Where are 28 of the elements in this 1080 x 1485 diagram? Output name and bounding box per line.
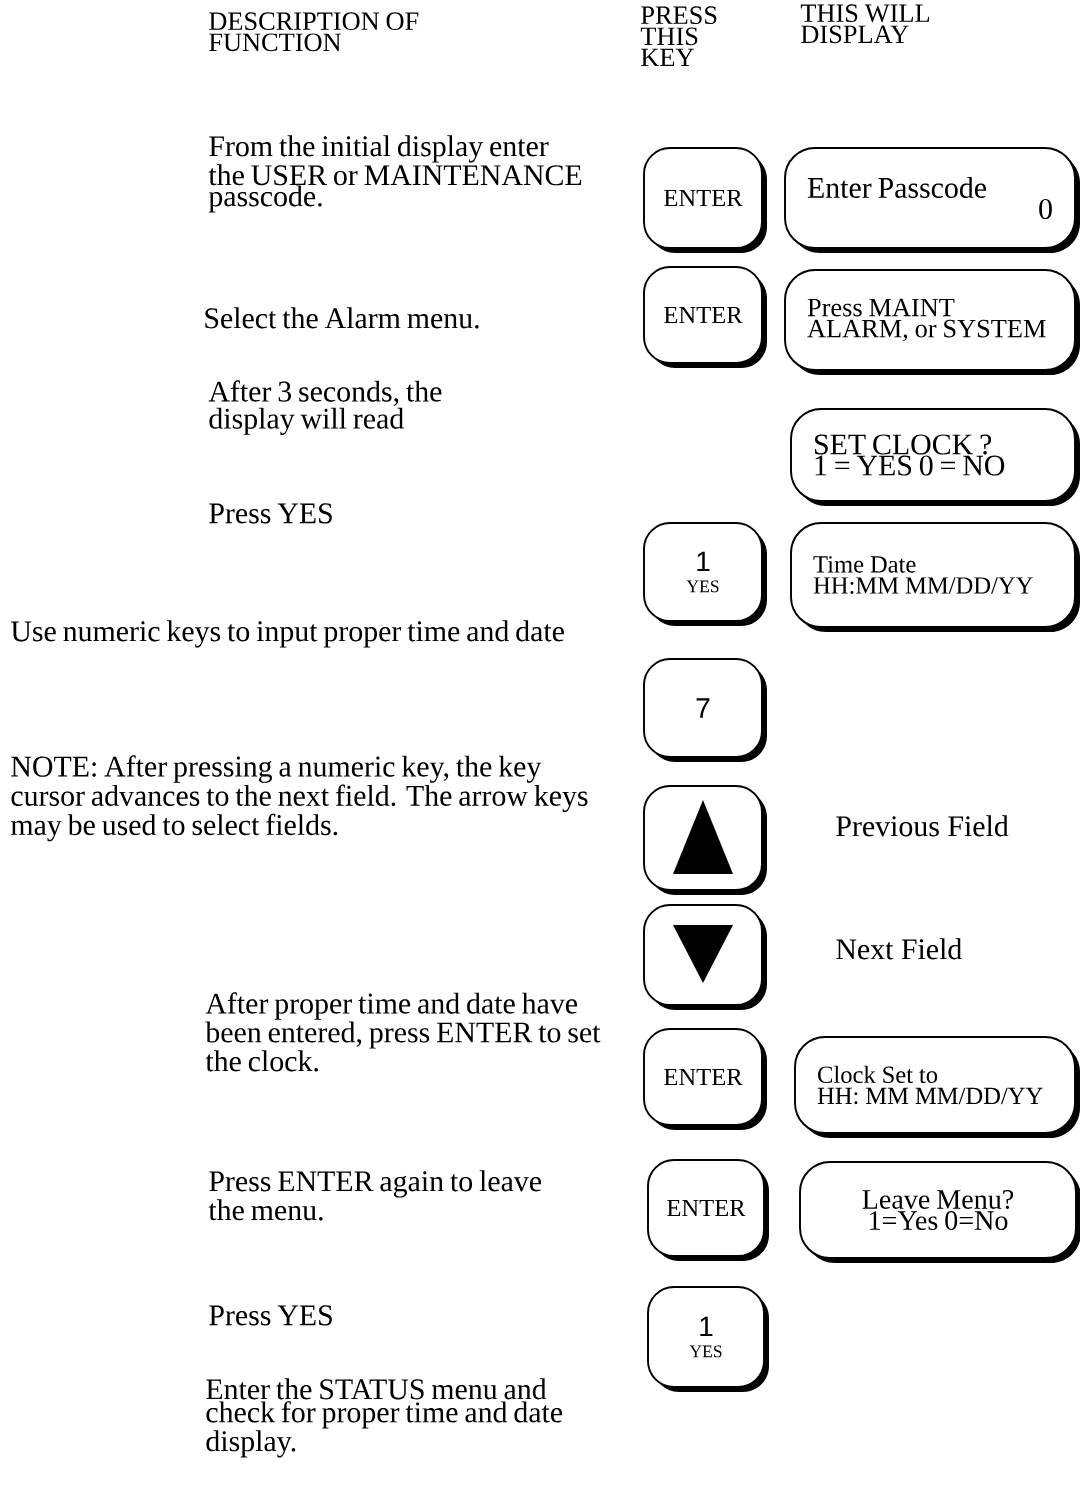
key-button: 7 bbox=[643, 658, 767, 762]
instruction-text: NOTE: After pressing a numeric key, the key cursor advances to the next field. The arrow keys may be used to select fields. bbox=[11, 755, 588, 842]
display-window: Clock Set to HH: MM MM/DD/YY bbox=[794, 1036, 1080, 1138]
instruction-text: Select the Alarm menu. bbox=[205, 307, 479, 329]
instruction-text: From the initial display enter the USER or MAINTENANCE passcode. bbox=[208, 135, 582, 213]
field-caption: Previous Field bbox=[836, 815, 1009, 837]
display-window: Press MAINT ALARM, or SYSTEM bbox=[784, 269, 1080, 375]
column-heading: DESCRIPTION OF FUNCTION bbox=[209, 12, 419, 52]
key-button: 1 YES bbox=[643, 522, 767, 626]
display-window: Enter Passcode 0 bbox=[784, 147, 1080, 253]
instruction-text: Press YES bbox=[209, 1305, 332, 1326]
instruction-text: Press ENTER again to leave the menu. bbox=[208, 1170, 542, 1221]
column-heading: THIS WILL DISPLAY bbox=[800, 4, 930, 44]
display-window: SET CLOCK ? 1 = YES 0 = NO bbox=[790, 408, 1080, 506]
instruction-text: After proper time and date have been entered, press ENTER to set the clock. bbox=[205, 992, 601, 1072]
field-caption: Next Field bbox=[836, 938, 962, 960]
key-button: 1 YES bbox=[647, 1286, 769, 1392]
key-button: ENTER bbox=[647, 1159, 769, 1261]
instruction-text: Press YES bbox=[209, 503, 332, 524]
display-window: Time Date HH:MM MM/DD/YY bbox=[790, 522, 1080, 632]
key-button: ENTER bbox=[643, 266, 767, 368]
instruction-text: Enter the STATUS menu and check for proper time and date display. bbox=[206, 1378, 563, 1458]
key-button: ENTER bbox=[643, 147, 767, 253]
display-window: Leave Menu? 1=Yes 0=No bbox=[799, 1161, 1080, 1263]
column-heading: PRESS THIS KEY bbox=[640, 6, 717, 66]
instruction-text: Use numeric keys to input proper time and date bbox=[11, 620, 564, 648]
instruction-text: After 3 seconds, the display will read bbox=[208, 380, 442, 435]
key-button: ENTER bbox=[643, 1028, 767, 1130]
